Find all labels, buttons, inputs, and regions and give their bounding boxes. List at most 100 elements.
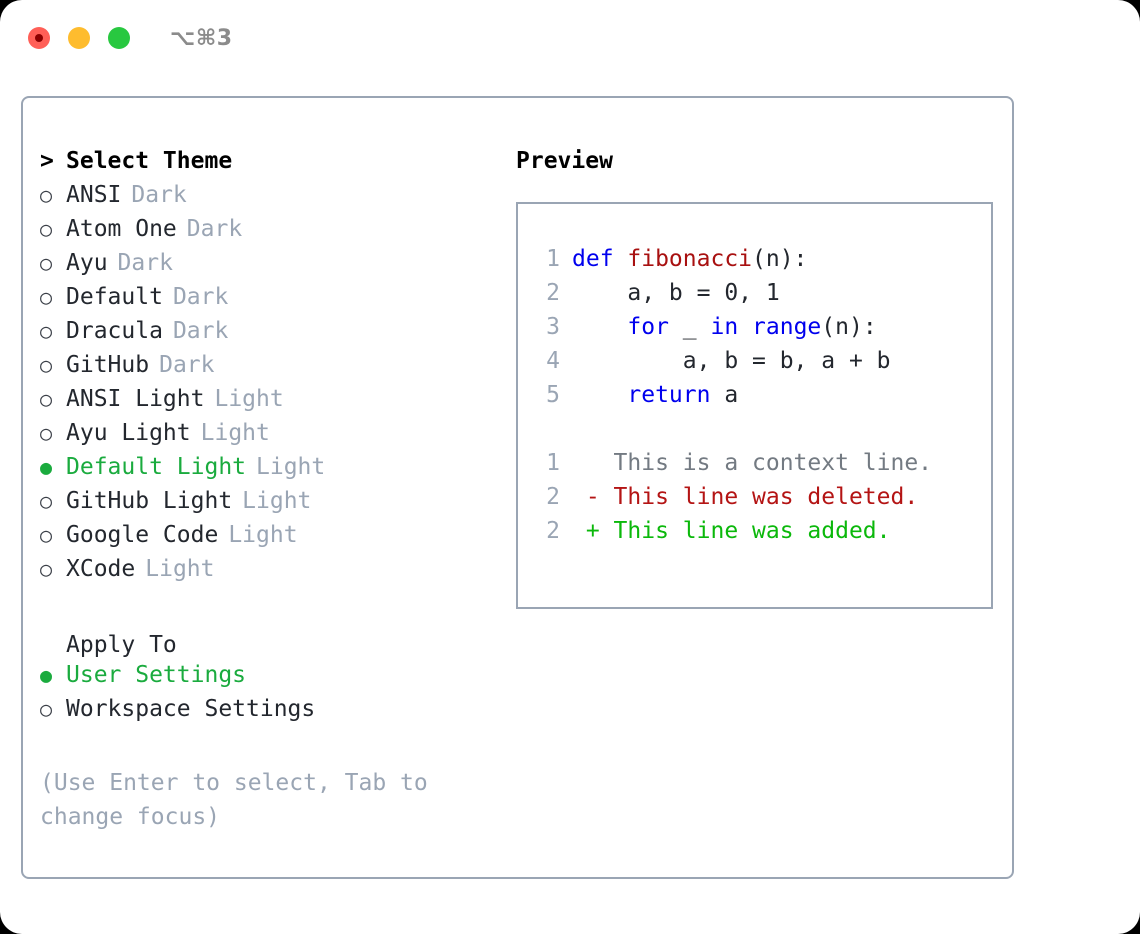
theme-option-google-code[interactable]: ○ Google Code Light xyxy=(40,522,503,556)
radio-unselected-icon[interactable]: ○ xyxy=(40,387,53,411)
radio-unselected-icon[interactable]: ○ xyxy=(40,557,53,581)
theme-option-label: Google Code xyxy=(66,522,219,548)
theme-variant-tag: Light xyxy=(214,386,284,412)
theme-variant-tag: Light xyxy=(228,522,298,548)
apply-to-list[interactable]: ● User Settings ○ Workspace Settings xyxy=(40,662,503,730)
radio-unselected-icon[interactable]: ○ xyxy=(40,421,53,445)
theme-option-label: ANSI Light xyxy=(66,386,205,412)
apply-to-option-label: User Settings xyxy=(66,662,247,688)
code-token xyxy=(738,314,752,340)
theme-option-dracula[interactable]: ○ Dracula Dark xyxy=(40,318,503,352)
theme-list-title: Select Theme xyxy=(66,148,233,174)
theme-option-atom-one[interactable]: ○ Atom One Dark xyxy=(40,216,503,250)
apply-to-option-label: Workspace Settings xyxy=(66,696,316,722)
radio-selected-icon[interactable]: ● xyxy=(40,455,53,479)
theme-option-label: Default Light xyxy=(66,454,247,480)
code-line: 5 return a xyxy=(532,382,991,416)
caret-icon: > xyxy=(40,148,54,174)
radio-unselected-icon[interactable]: ○ xyxy=(40,217,53,241)
radio-unselected-icon[interactable]: ○ xyxy=(40,251,53,275)
radio-unselected-icon[interactable]: ○ xyxy=(40,285,53,309)
code-token xyxy=(572,314,627,340)
apply-to-option-workspace-settings[interactable]: ○ Workspace Settings xyxy=(40,696,503,730)
line-number: 1 xyxy=(546,246,560,272)
radio-selected-icon[interactable]: ● xyxy=(40,663,53,687)
apply-to-header: Apply To xyxy=(66,632,177,658)
code-token: return xyxy=(627,382,711,408)
line-number: 3 xyxy=(546,314,560,340)
theme-option-label: Ayu Light xyxy=(66,420,191,446)
theme-variant-tag: Light xyxy=(200,420,270,446)
code-line: 4 a, b = b, a + b xyxy=(532,348,991,382)
theme-option-label: ANSI xyxy=(66,182,122,208)
theme-option-label: GitHub Light xyxy=(66,488,233,514)
code-token: fibonacci xyxy=(627,246,753,272)
code-token: a, b = 0, 1 xyxy=(572,280,780,306)
theme-option-label: Dracula xyxy=(66,318,163,344)
radio-unselected-icon[interactable]: ○ xyxy=(40,353,53,377)
theme-option-ansi-light[interactable]: ○ ANSI Light Light xyxy=(40,386,503,420)
code-line: 3 for _ in range(n): xyxy=(532,314,991,348)
line-number: 2 xyxy=(546,280,560,306)
code-token: This is a context line. xyxy=(572,450,933,476)
code-token: + This line was added. xyxy=(572,518,891,544)
radio-unselected-icon[interactable]: ○ xyxy=(40,523,53,547)
radio-unselected-icon[interactable]: ○ xyxy=(40,489,53,513)
apply-to-option-user-settings[interactable]: ● User Settings xyxy=(40,662,503,696)
diff-line: 2 + This line was added. xyxy=(532,518,991,552)
code-token: range xyxy=(752,314,822,340)
spacer xyxy=(40,590,503,628)
code-token: in xyxy=(710,314,739,340)
code-token xyxy=(572,382,627,408)
minimize-button[interactable] xyxy=(68,27,90,49)
code-line: 1 def fibonacci(n): xyxy=(532,246,991,280)
theme-option-label: XCode xyxy=(66,556,136,582)
keyboard-shortcut-label: ⌥⌘3 xyxy=(170,25,233,51)
code-token: (n): xyxy=(752,246,808,272)
theme-variant-tag: Light xyxy=(145,556,215,582)
code-token: - This line was deleted. xyxy=(572,484,919,510)
diff-line: 2 - This line was deleted. xyxy=(532,484,991,518)
radio-unselected-icon[interactable]: ○ xyxy=(40,183,53,207)
close-button[interactable] xyxy=(28,27,50,49)
preview-title: Preview xyxy=(516,148,613,174)
radio-unselected-icon[interactable]: ○ xyxy=(40,697,53,721)
diff-sample: 1 This is a context line.2 - This line w… xyxy=(532,450,991,552)
line-number: 5 xyxy=(546,382,560,408)
code-token: a, b = b, a + b xyxy=(572,348,891,374)
diff-line: 1 This is a context line. xyxy=(532,450,991,484)
code-line: 2 a, b = 0, 1 xyxy=(532,280,991,314)
maximize-button[interactable] xyxy=(108,27,130,49)
line-number: 4 xyxy=(546,348,560,374)
theme-option-ayu-light[interactable]: ○ Ayu Light Light xyxy=(40,420,503,454)
theme-variant-tag: Dark xyxy=(186,216,243,242)
title-bar: ⌥⌘3 xyxy=(0,0,1140,76)
code-token: def xyxy=(572,246,628,272)
theme-option-label: Atom One xyxy=(66,216,177,242)
code-token: a xyxy=(710,382,739,408)
theme-variant-tag: Dark xyxy=(172,318,229,344)
theme-list-header: > Select Theme xyxy=(40,148,503,182)
code-token: _ xyxy=(668,314,711,340)
code-token: (n): xyxy=(821,314,877,340)
theme-option-label: Default xyxy=(66,284,163,310)
theme-option-label: Ayu xyxy=(66,250,108,276)
theme-option-xcode[interactable]: ○ XCode Light xyxy=(40,556,503,590)
radio-unselected-icon[interactable]: ○ xyxy=(40,319,53,343)
line-number: 2 xyxy=(546,518,560,544)
line-number: 2 xyxy=(546,484,560,510)
line-number: 1 xyxy=(546,450,560,476)
spacer xyxy=(532,416,991,450)
